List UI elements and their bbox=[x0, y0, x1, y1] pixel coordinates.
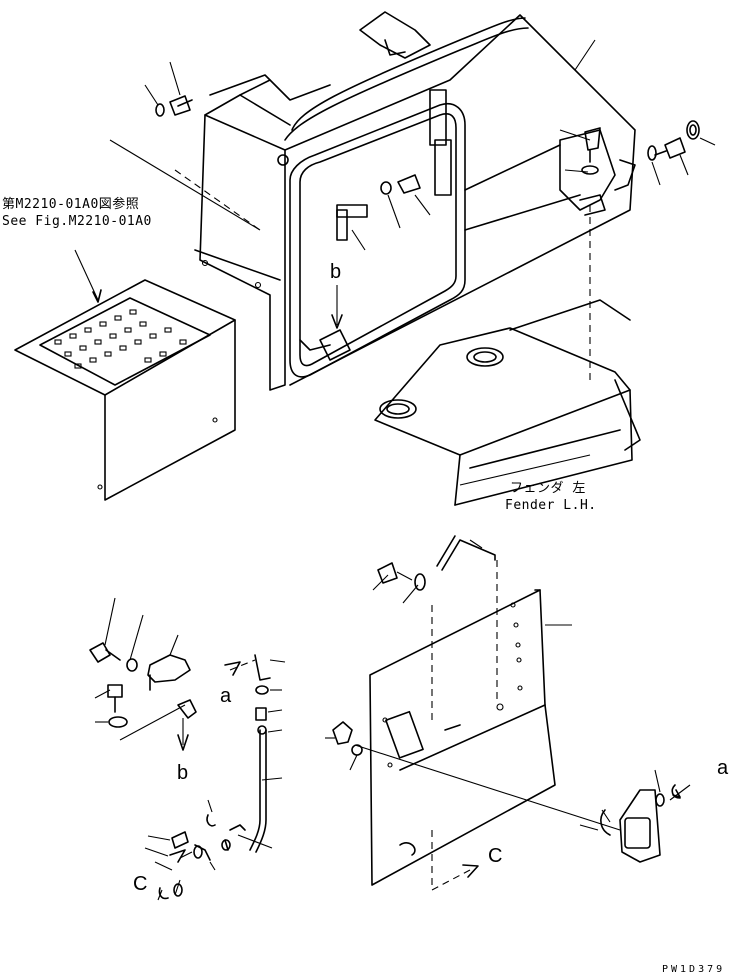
leader-lines-top bbox=[109, 39, 716, 486]
view-mark-a-left: a bbox=[220, 685, 232, 707]
fender-label-en: Fender L.H. bbox=[505, 498, 597, 513]
bolt-washer-set-top-left bbox=[155, 95, 421, 195]
view-mark-a-right: a bbox=[717, 757, 729, 779]
fender-label-jp: フェンダ 左 bbox=[510, 481, 586, 496]
cab-box bbox=[194, 11, 636, 391]
view-mark-b-top: b bbox=[330, 261, 342, 283]
view-mark-c-left: C bbox=[133, 873, 148, 895]
step-plate bbox=[14, 249, 236, 501]
drawing-code: PW1D379 bbox=[662, 964, 726, 975]
detail-parts-bottom-left bbox=[89, 642, 271, 900]
view-mark-b-bottom: b bbox=[177, 762, 189, 784]
leader-lines-bottom-right bbox=[325, 539, 661, 831]
view-mark-c-right: C bbox=[488, 845, 503, 867]
reference-note-jp: 第M2210-01A0図参照 bbox=[2, 197, 140, 212]
side-panel bbox=[332, 535, 691, 891]
fender-lh bbox=[374, 299, 641, 506]
leader-lines-bottom-left bbox=[94, 597, 286, 901]
reference-note-en: See Fig.M2210-01A0 bbox=[2, 214, 152, 229]
view-arrow-b-top bbox=[331, 285, 343, 329]
bolt-washer-set-top-right bbox=[581, 120, 700, 175]
